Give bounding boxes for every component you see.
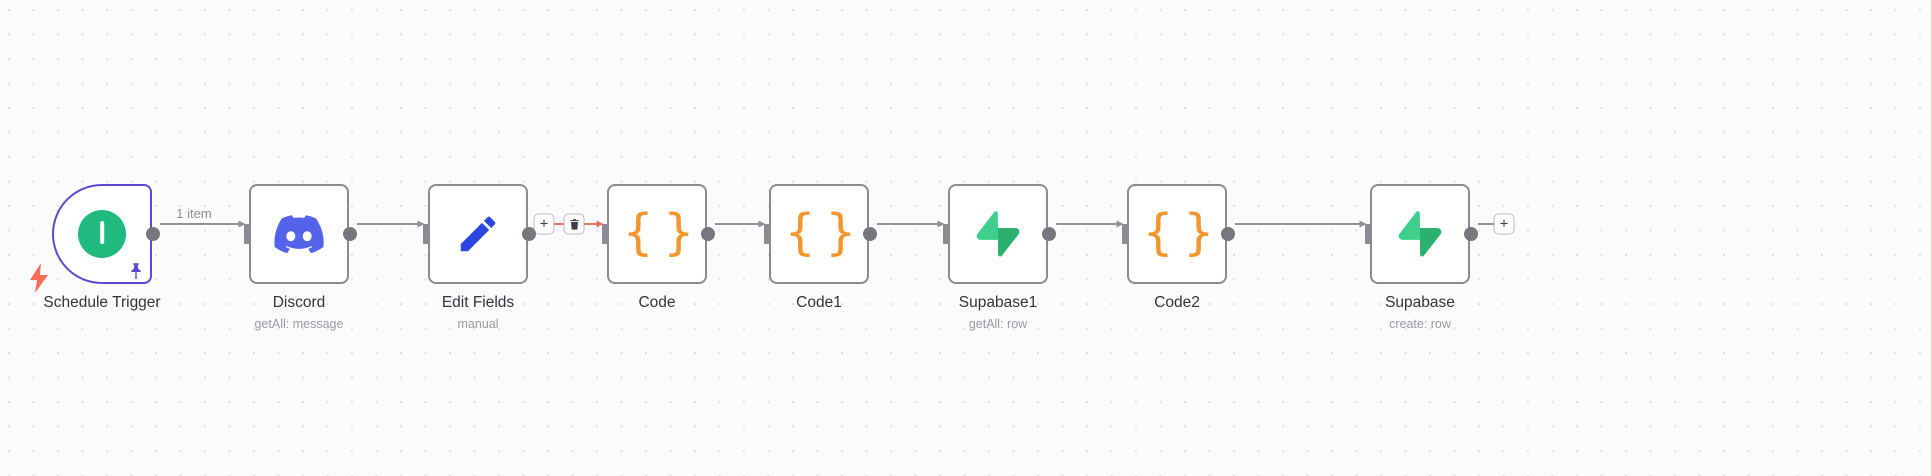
node-label: Supabase1 [958,294,1038,311]
node-supabase[interactable]: Supabase create: row [1365,184,1478,331]
node-subtitle: manual [457,317,499,331]
code-braces-icon: { } [784,203,857,261]
node-label: Code2 [1154,294,1200,311]
output-endpoint[interactable] [146,227,160,241]
output-endpoint[interactable] [1042,227,1056,241]
plus-icon: + [1499,215,1509,233]
pencil-icon [452,208,504,260]
node-label: Code [638,294,676,311]
node-schedule-trigger[interactable]: Schedule Trigger [43,184,161,311]
node-code1[interactable]: { } Code1 [764,184,877,311]
node-code[interactable]: { } Code [602,184,715,311]
code-braces-icon: { } [1142,203,1215,261]
trigger-bolt-icon [28,263,50,297]
node-label: Schedule Trigger [43,294,161,311]
node-subtitle: create: row [1389,317,1451,331]
pin-icon [131,263,141,279]
output-endpoint[interactable] [343,227,357,241]
output-endpoint[interactable] [522,227,536,241]
input-endpoint[interactable] [1365,224,1372,244]
input-endpoint[interactable] [244,224,251,244]
node-subtitle: getAll: message [254,317,344,331]
node-supabase1[interactable]: Supabase1 getAll: row [943,184,1056,331]
code-braces-icon: { } [622,203,695,261]
node-label: Discord [272,294,326,311]
plus-icon: + [539,215,549,233]
node-label: Edit Fields [441,294,515,311]
input-endpoint[interactable] [943,224,950,244]
connection-label-1-item: 1 item [176,206,212,221]
trash-icon [569,218,579,230]
node-discord[interactable]: Discord getAll: message [244,184,357,331]
input-endpoint[interactable] [764,224,771,244]
add-node-end-button[interactable]: + [1493,213,1515,235]
discord-icon [273,208,325,260]
output-endpoint[interactable] [1221,227,1235,241]
input-endpoint[interactable] [1122,224,1129,244]
input-endpoint[interactable] [602,224,609,244]
input-endpoint[interactable] [423,224,430,244]
output-endpoint[interactable] [863,227,877,241]
node-subtitle: getAll: row [968,317,1028,331]
output-endpoint[interactable] [701,227,715,241]
node-label: Supabase [1385,294,1455,311]
node-code2[interactable]: { } Code2 [1122,184,1235,311]
connection-add-node-button[interactable]: + [533,213,555,235]
output-endpoint[interactable] [1464,227,1478,241]
clock-icon [76,208,128,260]
node-edit-fields[interactable]: Edit Fields manual [423,184,536,331]
supabase-icon [1394,208,1446,260]
supabase-icon [972,208,1024,260]
connection-delete-button[interactable] [563,213,585,235]
node-label: Code1 [796,294,842,311]
